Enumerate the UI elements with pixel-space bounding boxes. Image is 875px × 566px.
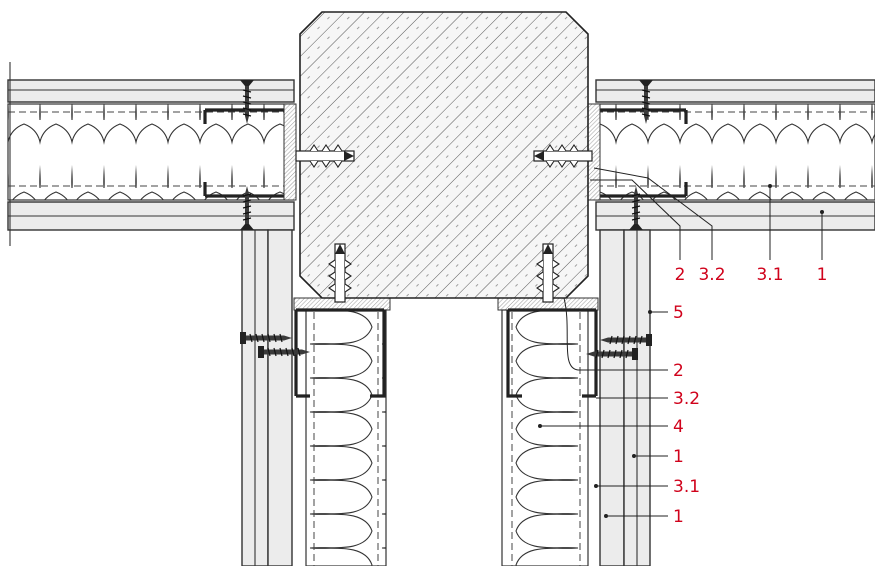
callout-right-2: 2 [673, 361, 684, 381]
callout-right-4: 4 [673, 417, 684, 437]
left-wall-insulation [305, 309, 387, 566]
callout-top-2: 2 [675, 265, 686, 285]
callout-top-1: 1 [817, 265, 828, 285]
callout-top-3-1: 3.1 [756, 265, 783, 285]
callout-right-3-2: 3.2 [673, 389, 700, 409]
callout-right-1a: 1 [673, 447, 684, 467]
callout-right-1b: 1 [673, 507, 684, 527]
callout-top-3-2: 3.2 [698, 265, 725, 285]
top-right-panel [595, 79, 875, 231]
top-left-upper-board [7, 79, 295, 103]
concrete-column [299, 11, 589, 299]
right-wall-insulation [501, 309, 589, 566]
top-right-upper-board [595, 79, 875, 103]
left-inner-board [267, 229, 293, 566]
left-mineral-strip [283, 103, 297, 201]
vertical-wall-left [241, 229, 391, 566]
top-left-panel [7, 62, 295, 246]
callout-right-5: 5 [673, 303, 684, 323]
top-right-insulation [595, 103, 875, 201]
callout-right-3-1: 3.1 [673, 477, 700, 497]
leader-lines [538, 167, 824, 518]
